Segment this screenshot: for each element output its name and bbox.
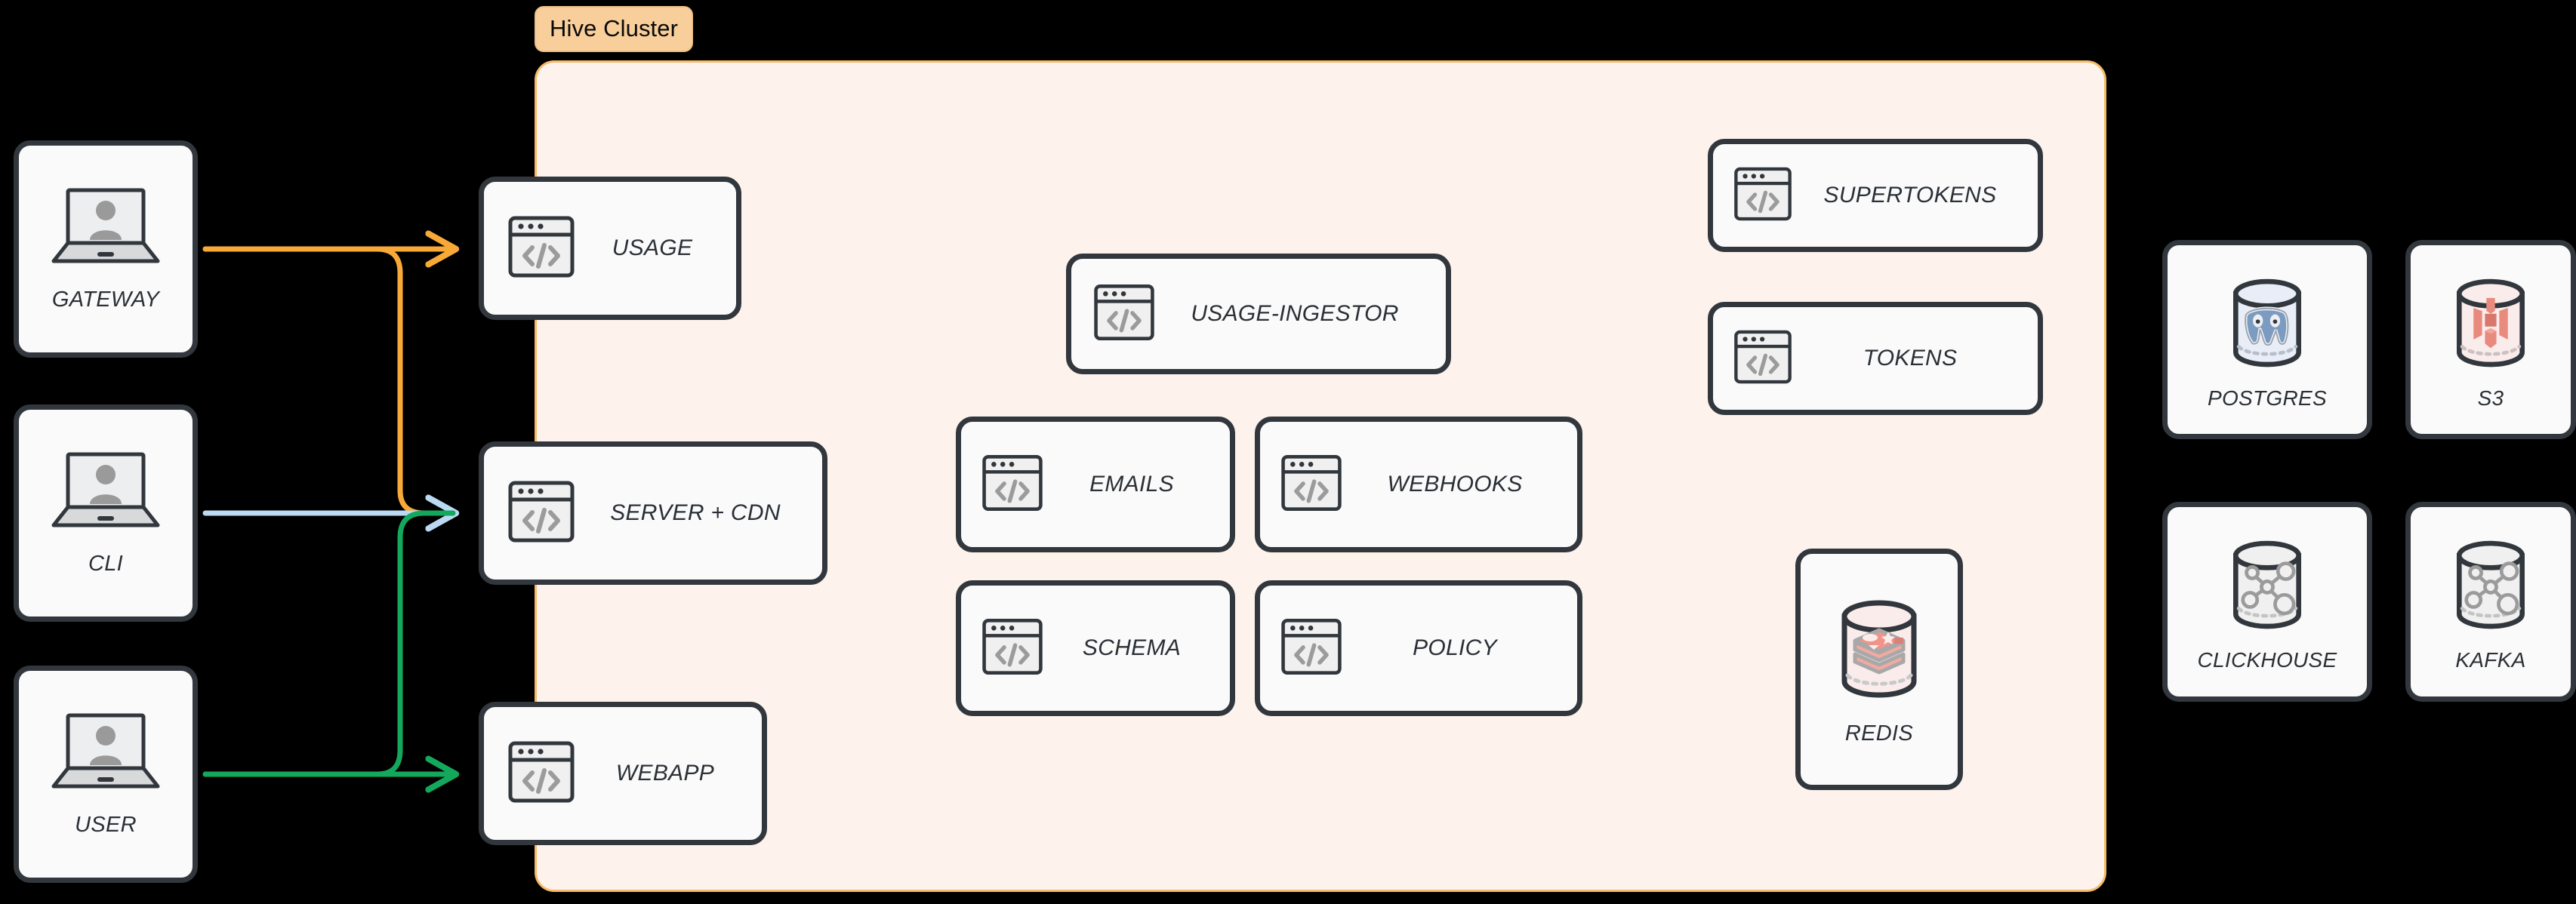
- connector-user-to-server-cdn: [202, 510, 456, 777]
- hive-cluster-label: Hive Cluster: [535, 6, 694, 52]
- redis-cylinder-icon: [1822, 592, 1937, 711]
- service-node-webapp[interactable]: WEBAPP: [479, 702, 767, 845]
- code-window-icon: [1733, 164, 1793, 228]
- service-label: SERVER + CDN: [610, 500, 781, 525]
- client-node-gateway[interactable]: GATEWAY: [14, 140, 198, 358]
- datastore-label: CLICKHOUSE: [2197, 648, 2337, 672]
- laptop-user-icon: [49, 711, 162, 796]
- service-label: USAGE-INGESTOR: [1191, 301, 1399, 326]
- service-node-emails[interactable]: EMAILS: [956, 417, 1235, 552]
- code-window-icon: [1092, 281, 1156, 348]
- service-label: SUPERTOKENS: [1823, 183, 1997, 208]
- datastore-node-kafka[interactable]: KAFKA: [2405, 502, 2576, 702]
- code-window-icon: [981, 451, 1044, 518]
- network-cylinder-icon: [2213, 531, 2322, 644]
- service-node-tokens[interactable]: TOKENS: [1708, 302, 2043, 415]
- s3-cylinder-icon: [2436, 269, 2545, 382]
- service-node-webhooks[interactable]: WEBHOOKS: [1255, 417, 1582, 552]
- service-label: SCHEMA: [1082, 635, 1182, 660]
- datastore-node-redis[interactable]: REDIS: [1795, 549, 1963, 790]
- code-window-icon: [507, 737, 576, 810]
- service-label: USAGE: [612, 235, 693, 260]
- client-label: USER: [75, 813, 137, 837]
- laptop-user-icon: [49, 186, 162, 271]
- code-window-icon: [1280, 615, 1343, 682]
- code-window-icon: [1733, 327, 1793, 391]
- code-window-icon: [507, 477, 576, 550]
- datastore-node-s3[interactable]: S3: [2405, 240, 2576, 439]
- client-node-cli[interactable]: CLI: [14, 404, 198, 622]
- connector-gateway-to-server-cdn: [202, 246, 456, 516]
- code-window-icon: [1280, 451, 1343, 518]
- datastore-node-postgres[interactable]: POSTGRES: [2162, 240, 2372, 439]
- laptop-user-icon: [49, 450, 162, 535]
- service-label: TOKENS: [1863, 346, 1958, 371]
- service-label: POLICY: [1413, 635, 1497, 660]
- service-node-schema[interactable]: SCHEMA: [956, 580, 1235, 716]
- service-label: WEBAPP: [615, 761, 715, 786]
- client-label: GATEWAY: [51, 287, 160, 312]
- datastore-label: S3: [2477, 386, 2504, 410]
- network-cylinder-icon: [2436, 531, 2545, 644]
- client-node-user[interactable]: USER: [14, 666, 198, 883]
- datastore-node-clickhouse[interactable]: CLICKHOUSE: [2162, 502, 2372, 702]
- service-node-usage-ingestor[interactable]: USAGE-INGESTOR: [1066, 254, 1451, 374]
- service-node-policy[interactable]: POLICY: [1255, 580, 1582, 716]
- service-node-server-cdn[interactable]: SERVER + CDN: [479, 441, 827, 585]
- service-node-supertokens[interactable]: SUPERTOKENS: [1708, 139, 2043, 252]
- datastore-label: REDIS: [1844, 721, 1914, 746]
- datastore-label: POSTGRES: [2208, 386, 2327, 410]
- code-window-icon: [507, 212, 576, 285]
- postgres-cylinder-icon: [2213, 269, 2322, 382]
- service-node-usage[interactable]: USAGE: [479, 177, 741, 320]
- service-label: EMAILS: [1089, 472, 1174, 497]
- client-label: CLI: [88, 552, 124, 576]
- datastore-label: KAFKA: [2455, 648, 2526, 672]
- code-window-icon: [981, 615, 1044, 682]
- service-label: WEBHOOKS: [1387, 472, 1523, 497]
